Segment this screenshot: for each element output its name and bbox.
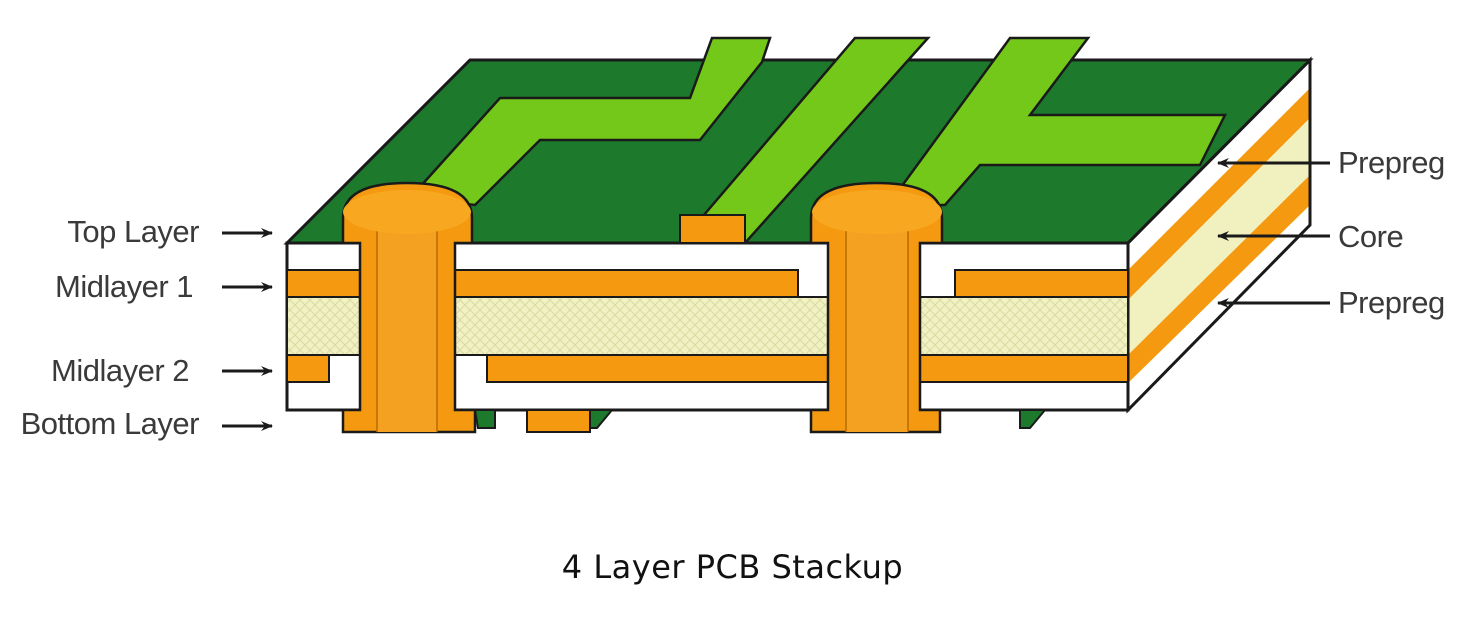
bottom-solder-mask: [473, 409, 1048, 429]
label-prepreg-bottom: Prepreg: [1338, 285, 1445, 320]
via-right: [809, 181, 944, 434]
core-layer: [286, 296, 1129, 356]
top-layer-pads: [679, 214, 746, 244]
label-core: Core: [1338, 219, 1404, 254]
label-prepreg-top: Prepreg: [1338, 145, 1445, 180]
via-left: [341, 181, 477, 434]
diagram-caption: 4 Layer PCB Stackup: [561, 548, 904, 586]
label-top-layer: Top Layer: [67, 214, 199, 249]
label-midlayer-2: Midlayer 2: [51, 353, 190, 388]
midlayer-2-copper: [286, 354, 1129, 383]
left-arrows: [222, 228, 273, 431]
bottom-layer-pads: [526, 409, 591, 433]
midlayer-1-copper: [286, 269, 1129, 298]
label-bottom-layer: Bottom Layer: [20, 406, 200, 441]
label-midlayer-1: Midlayer 1: [55, 269, 194, 304]
right-arrows: [1217, 158, 1330, 308]
